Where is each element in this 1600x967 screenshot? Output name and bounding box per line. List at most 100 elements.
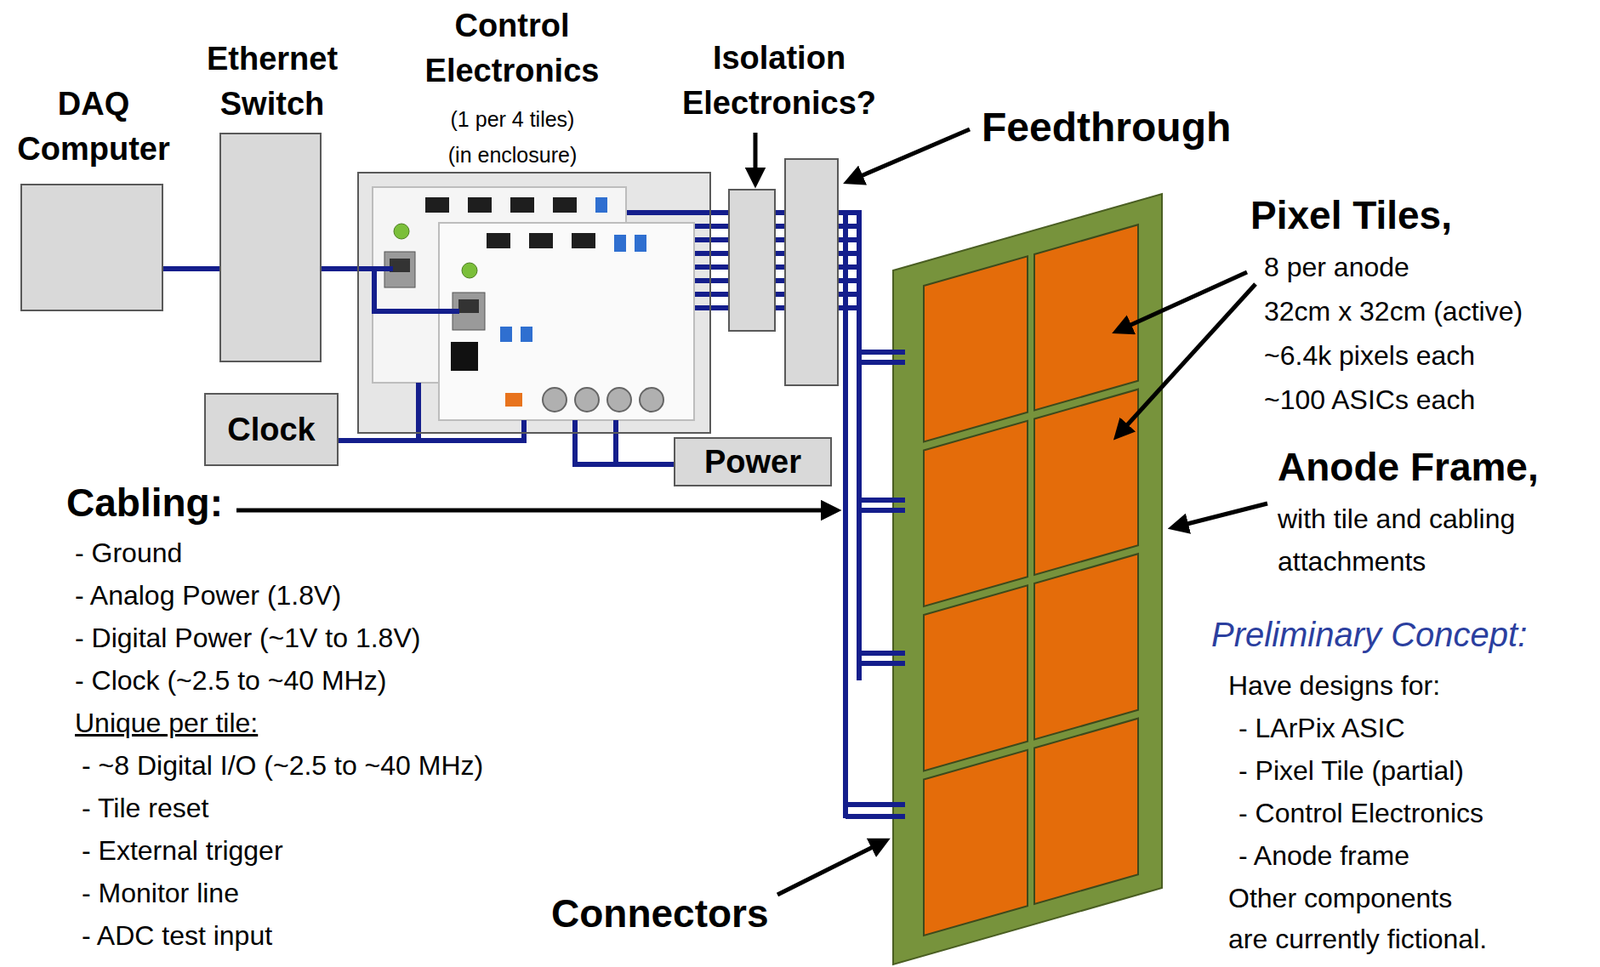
- jumper: [520, 326, 533, 342]
- rj45-jack: [384, 251, 416, 288]
- bnc-connector: [542, 387, 567, 412]
- annotation-text: - ADC test input: [81, 919, 273, 952]
- annotation-text: ~6.4k pixels each: [1264, 339, 1475, 372]
- callout-title: Anode Frame,: [1277, 444, 1539, 491]
- equipment-box: Clock: [204, 392, 339, 467]
- pixel-tile: [1034, 553, 1139, 740]
- annotation-text: Unique per tile:: [74, 706, 258, 740]
- pin-header: [510, 197, 535, 213]
- connector: [505, 392, 523, 407]
- box-heading: DAQ Computer: [8, 81, 179, 172]
- enclosure-fill: [357, 171, 712, 434]
- box-heading: Feedthrough: [981, 103, 1231, 152]
- annotation-text: - LArPix ASIC: [1238, 711, 1406, 745]
- jumper: [614, 234, 627, 252]
- annotation-text: Other components are currently fictional…: [1228, 877, 1493, 960]
- box-heading: Ethernet Switch: [187, 36, 358, 127]
- jumper: [595, 197, 608, 213]
- annotation-text: - Digital Power (~1V to 1.8V): [74, 621, 421, 655]
- leader-arrow: [777, 841, 885, 895]
- leader-arrow: [1117, 272, 1247, 331]
- leader-arrow: [1117, 284, 1256, 436]
- bnc-connector: [607, 387, 632, 412]
- box-text: Clock: [227, 409, 315, 450]
- anode-frame: [893, 193, 1162, 965]
- annotation-text: with tile and cabling attachments: [1277, 497, 1533, 583]
- cable-line: [338, 433, 419, 441]
- annotation-text: - ~8 Digital I/O (~2.5 to ~40 MHz): [81, 749, 484, 782]
- annotation-text: - Clock (~2.5 to ~40 MHz): [74, 664, 387, 697]
- jumper: [634, 234, 647, 252]
- pixel-tile: [923, 256, 1028, 442]
- annotation-text: Preliminary Concept:: [1211, 614, 1527, 655]
- annotation-text: - Analog Power (1.8V): [74, 579, 342, 612]
- board-wires: [357, 268, 616, 467]
- leader-arrow: [236, 508, 836, 513]
- equipment-box: Feedthrough: [784, 158, 839, 387]
- pixel-tile: [1034, 224, 1139, 410]
- cable-line: [321, 266, 358, 272]
- cable-wire: [415, 382, 524, 441]
- rj45-port: [458, 299, 479, 314]
- equipment-box: Isolation Electronics?: [728, 188, 776, 332]
- cable-line: [711, 250, 729, 257]
- jumper: [500, 326, 513, 342]
- control-board: [372, 187, 627, 383]
- pixel-tiles: [923, 224, 1139, 936]
- annotation-text: - Tile reset: [81, 791, 209, 825]
- annotation-text: - Control Electronics: [1238, 797, 1484, 830]
- rj45-port: [389, 258, 410, 273]
- callout-title: Pixel Tiles,: [1250, 192, 1452, 240]
- box-text: Power: [704, 442, 802, 482]
- annotation-text: - External trigger: [81, 834, 284, 867]
- equipment-box: Power: [673, 437, 832, 487]
- board-pcb: [438, 222, 695, 421]
- annotation-text: 32cm x 32cm (active): [1264, 295, 1523, 328]
- pin-header: [425, 197, 450, 213]
- annotation-text: Have designs for:: [1228, 669, 1441, 702]
- annotation-text: 8 per anode: [1264, 250, 1410, 284]
- anode-assembly: [845, 193, 1162, 965]
- pin-header: [486, 233, 511, 249]
- pin-header: [571, 233, 596, 249]
- pixel-tile: [1034, 718, 1139, 905]
- annotation-text: ~100 ASICs each: [1264, 383, 1475, 416]
- buzzer: [393, 223, 410, 240]
- pixel-tile: [923, 750, 1028, 936]
- pin-header: [552, 197, 577, 213]
- cable-line: [575, 433, 674, 465]
- rj45-jack: [452, 292, 485, 331]
- connector-stubs: [845, 352, 906, 817]
- equipment-box: DAQ Computer: [20, 183, 164, 312]
- cable-wire: [357, 268, 460, 312]
- leader-arrow: [753, 132, 758, 183]
- cable-line: [163, 266, 220, 272]
- callout-title: Cabling:: [66, 479, 223, 527]
- buzzer: [461, 262, 478, 279]
- pixel-tile: [1034, 389, 1139, 576]
- box-heading: Isolation Electronics?: [672, 35, 886, 126]
- cable-wire: [575, 420, 616, 467]
- pin-header: [529, 233, 553, 249]
- annotation-text: - Anode frame: [1238, 839, 1410, 872]
- power-jack: [450, 341, 479, 371]
- leader-arrow: [848, 129, 970, 182]
- callout-title: Connectors: [551, 890, 769, 938]
- cable-wire: [845, 210, 860, 819]
- pin-header: [467, 197, 492, 213]
- annotation-text: - Pixel Tile (partial): [1238, 754, 1464, 787]
- bnc-connector: [639, 387, 664, 412]
- control-board: [438, 222, 695, 421]
- pixel-tile: [923, 421, 1028, 607]
- box-heading: (1 per 4 tiles) (in enclosure): [442, 101, 583, 173]
- box-heading: Control Electronics: [414, 3, 610, 94]
- cable-line: [775, 250, 785, 257]
- equipment-box: Control Electronics(1 per 4 tiles) (in e…: [357, 171, 712, 434]
- annotation-text: - Monitor line: [81, 876, 240, 910]
- equipment-box: Ethernet Switch: [219, 132, 322, 363]
- bnc-connector: [575, 387, 599, 412]
- board-pcb: [372, 187, 627, 383]
- pixel-tile: [923, 585, 1028, 771]
- leader-arrow: [1173, 503, 1268, 528]
